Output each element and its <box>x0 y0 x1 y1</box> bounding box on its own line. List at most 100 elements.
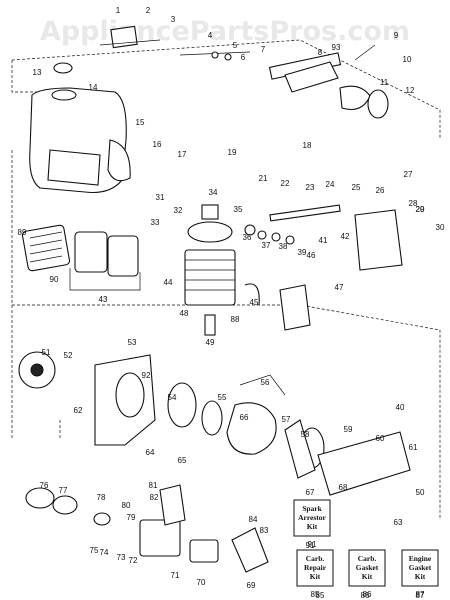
part-label-53: 53 <box>128 338 137 347</box>
spark-arrestor-kit-number: 91 <box>308 540 317 549</box>
part-label-49: 49 <box>206 338 215 347</box>
part-label-58: 58 <box>301 430 310 439</box>
part-label-4: 4 <box>208 31 213 40</box>
part-label-67: 67 <box>306 488 315 497</box>
part-label-65: 65 <box>178 456 187 465</box>
part-label-62: 62 <box>74 406 83 415</box>
part-label-88: 88 <box>231 315 240 324</box>
part-label-42: 42 <box>341 232 350 241</box>
part-label-54: 54 <box>168 393 177 402</box>
carb-repair-kit-line-1: Repair <box>304 563 327 572</box>
part-label-63: 63 <box>394 518 403 527</box>
part-label-73: 73 <box>117 553 126 562</box>
part-label-89: 89 <box>18 228 27 237</box>
part-label-13: 13 <box>33 68 42 77</box>
part-label-20: 20 <box>416 205 425 214</box>
part-label-16: 16 <box>153 140 162 149</box>
part-label-10: 10 <box>403 55 412 64</box>
part-label-82: 82 <box>150 493 159 502</box>
carb-gasket-kit-line-0: Carb. <box>358 554 377 563</box>
engine-gasket-kit-line-0: Engine <box>409 554 432 563</box>
part-label-79: 79 <box>127 513 136 522</box>
part-label-29: 29 <box>416 205 425 214</box>
part-label-25: 25 <box>352 183 361 192</box>
part-label-83: 83 <box>260 526 269 535</box>
part-label-37: 37 <box>262 241 271 250</box>
part-label-3: 3 <box>171 15 176 24</box>
part-label-51: 51 <box>42 348 51 357</box>
part-label-15: 15 <box>136 118 145 127</box>
engine-gasket-kit-number: 87 <box>416 590 425 599</box>
part-label-5: 5 <box>233 41 238 50</box>
part-label-80: 80 <box>122 501 131 510</box>
carb-gasket-kit-number: 86 <box>363 590 372 599</box>
part-label-27: 27 <box>404 170 413 179</box>
part-label-81: 81 <box>149 481 158 490</box>
part-label-24: 24 <box>326 180 335 189</box>
engine-gasket-kit-line-1: Gasket <box>409 563 432 572</box>
part-label-38: 38 <box>279 242 288 251</box>
part-label-47: 47 <box>335 283 344 292</box>
part-label-75: 75 <box>90 546 99 555</box>
carb-repair-kit-line-0: Carb. <box>306 554 325 563</box>
part-label-9: 9 <box>394 31 399 40</box>
engine-gasket-kit-frame <box>401 549 439 587</box>
part-label-22: 22 <box>281 179 290 188</box>
part-label-72: 72 <box>129 556 138 565</box>
crankcase <box>18 351 411 496</box>
carb-repair-kit-number: 85 <box>311 590 320 599</box>
part-label-36: 36 <box>243 233 252 242</box>
part-label-60: 60 <box>376 434 385 443</box>
part-label-93: 93 <box>332 43 341 52</box>
part-label-56: 56 <box>261 378 270 387</box>
part-label-32: 32 <box>174 206 183 215</box>
part-label-44: 44 <box>164 278 173 287</box>
part-label-50: 50 <box>416 488 425 497</box>
part-label-78: 78 <box>97 493 106 502</box>
spark-arrestor-kit-line-0: Spark <box>302 504 322 513</box>
part-label-90: 90 <box>50 275 59 284</box>
part-label-86: 86 <box>361 591 370 600</box>
part-label-8: 8 <box>318 48 323 57</box>
part-label-92: 92 <box>142 371 151 380</box>
part-label-48: 48 <box>180 309 189 318</box>
part-label-74: 74 <box>100 548 109 557</box>
part-label-64: 64 <box>146 448 155 457</box>
part-label-52: 52 <box>64 351 73 360</box>
watermark: AppliancePartsPros.com <box>40 16 410 47</box>
part-label-7: 7 <box>261 45 266 54</box>
part-label-41: 41 <box>319 236 328 245</box>
part-label-91: 91 <box>306 541 315 550</box>
clutch-housing <box>244 204 403 271</box>
part-label-1: 1 <box>116 6 121 15</box>
carb-gasket-kit-line-2: Kit <box>362 572 373 581</box>
part-label-59: 59 <box>344 425 353 434</box>
part-label-19: 19 <box>228 148 237 157</box>
part-label-76: 76 <box>40 481 49 490</box>
part-label-68: 68 <box>339 483 348 492</box>
part-label-57: 57 <box>282 415 291 424</box>
part-label-85: 85 <box>316 591 325 600</box>
part-label-87: 87 <box>416 591 425 600</box>
part-label-12: 12 <box>406 86 415 95</box>
carb-repair-kit-frame <box>296 549 334 587</box>
part-label-33: 33 <box>151 218 160 227</box>
part-label-34: 34 <box>209 188 218 197</box>
part-label-14: 14 <box>89 83 98 92</box>
part-label-71: 71 <box>171 571 180 580</box>
part-label-77: 77 <box>59 486 68 495</box>
part-label-40: 40 <box>396 403 405 412</box>
part-label-11: 11 <box>380 78 389 87</box>
part-label-18: 18 <box>303 141 312 150</box>
part-label-55: 55 <box>218 393 227 402</box>
part-label-17: 17 <box>178 150 187 159</box>
spark-arrestor-kit-frame <box>293 499 331 537</box>
part-label-28: 28 <box>409 199 418 208</box>
cylinder-assembly <box>184 204 311 336</box>
